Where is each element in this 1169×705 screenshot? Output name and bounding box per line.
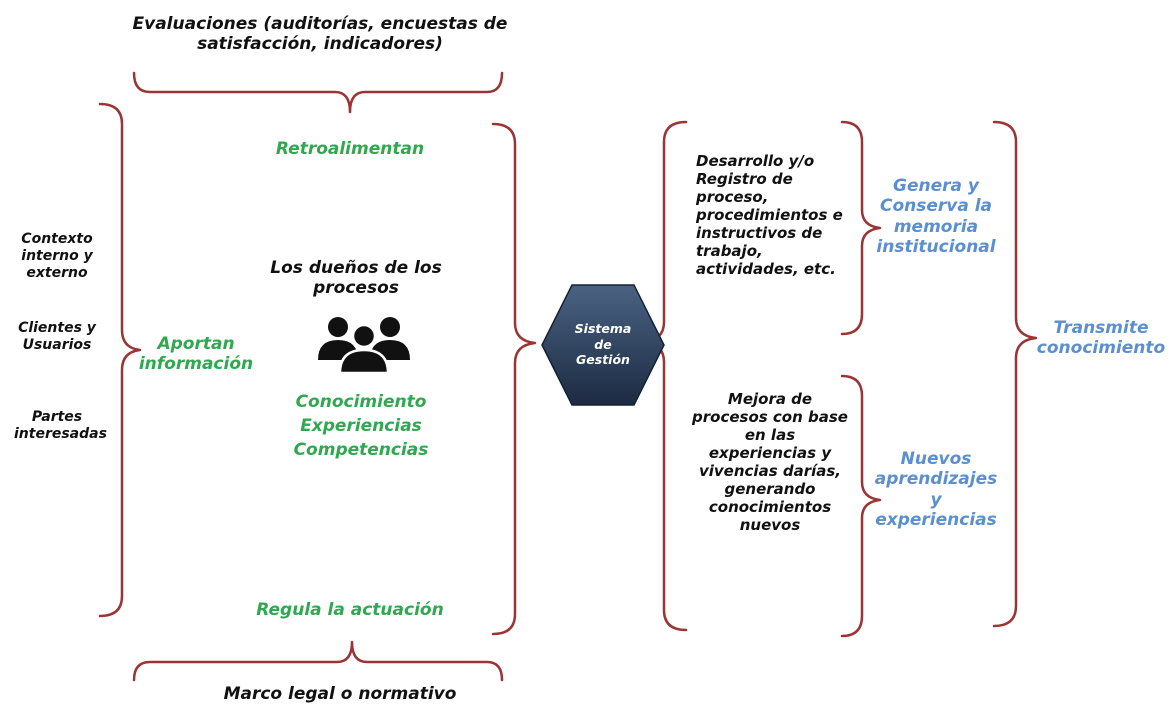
bottom-title: Marco legal o normativo [223,684,457,704]
owners-label: Los dueños de los procesos [270,258,442,299]
right-big-brace [642,120,688,632]
people-group-icon [318,317,410,374]
left-item-contexto: Contexto interno y externo [21,231,93,281]
left-item-clientes: Clientes y Usuarios [18,320,96,353]
desarrollo-text: Desarrollo y/o Registro de proceso, proc… [696,152,843,278]
top-brace [132,71,504,114]
genera-text: Genera y Conserva la memoria institucion… [876,176,996,258]
left-brace [98,102,142,618]
hex-line-2: de [594,336,612,352]
top-title: Evaluaciones (auditorías, encuestas de s… [132,14,508,55]
nuevos-text: Nuevos aprendizajes y experiencias [874,449,998,531]
bottom-brace [132,640,504,682]
right-lower-brace [840,374,882,638]
right-upper-brace [840,120,882,336]
hex-line-3: Gestión [576,352,630,368]
left-item-partes: Partes interesadas [14,409,107,442]
sistema-gestion-label: Sistema de Gestión [562,321,644,368]
transmite-text: Transmite conocimiento [1036,318,1166,359]
center-brace [491,122,537,636]
retroalimentan-label: Retroalimentan [275,139,425,159]
regula-label: Regula la actuación [256,600,444,620]
competencias-label: Competencias [293,440,429,460]
aportan-label: Aportan información [138,334,254,375]
mejora-text: Mejora de procesos con base en las exper… [692,390,848,534]
sistema-gestion-hexagon [541,284,665,406]
experiencias-label: Experiencias [300,416,422,436]
hex-line-1: Sistema [574,321,632,336]
far-right-brace [992,120,1038,628]
conocimiento-label: Conocimiento [295,392,427,412]
